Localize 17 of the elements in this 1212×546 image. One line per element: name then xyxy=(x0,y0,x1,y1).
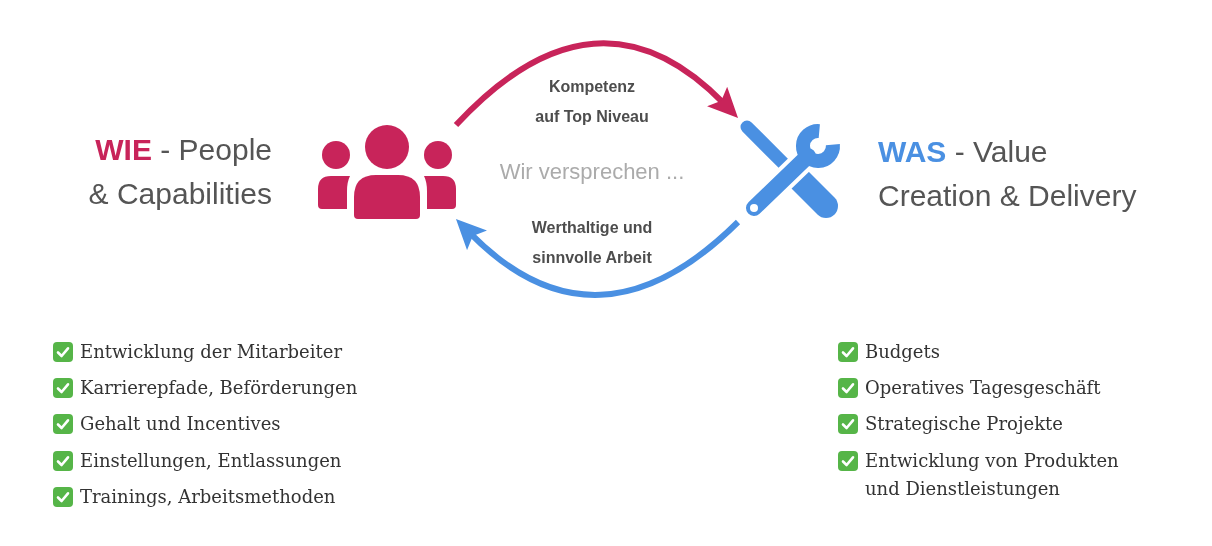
heading: WAS - Value Creation & Delivery xyxy=(878,134,1138,214)
people-group-icon xyxy=(318,125,456,219)
curved-arrow xyxy=(453,40,739,128)
list-item: Entwicklung von Produkten und Dienstleistungen xyxy=(865,449,1120,501)
list-item: Karrierepfade, Beförderungen xyxy=(80,376,358,400)
list-item: Einstellungen, Entlassungen xyxy=(80,449,342,473)
edge-label: Werthaltige und sinnvolle Arbeit xyxy=(531,218,653,268)
list-item: Gehalt und Incentives xyxy=(80,412,281,436)
curved-arrow xyxy=(455,219,741,298)
list-item: Operatives Tagesgeschäft xyxy=(865,376,1101,400)
heading: WIE - People & Capabilities xyxy=(87,132,272,212)
list-item: Entwicklung der Mitarbeiter xyxy=(80,340,342,364)
list-item: Trainings, Arbeitsmethoden xyxy=(80,485,336,509)
edge-label: Kompetenz auf Top Niveau xyxy=(535,77,649,127)
list-item: Budgets xyxy=(865,340,940,364)
tagline: Wir versprechen ... xyxy=(499,158,685,186)
list-item: Strategische Projekte xyxy=(865,412,1063,436)
